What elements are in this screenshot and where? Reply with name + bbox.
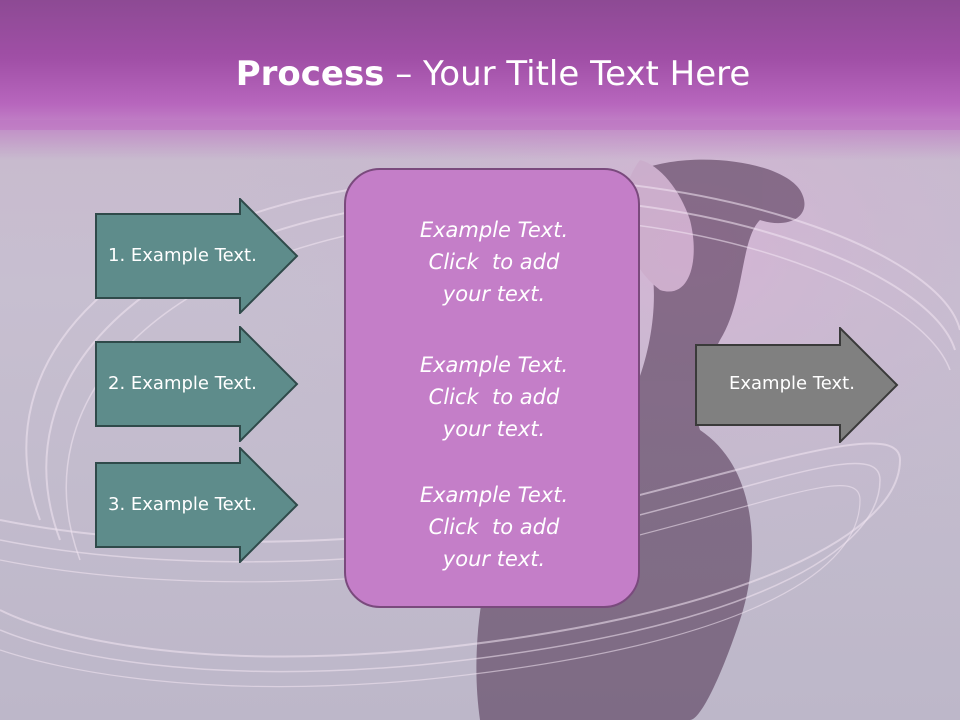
step-arrow-1-shape	[95, 198, 299, 314]
slide-title[interactable]: Process – Your Title Text Here	[0, 52, 960, 96]
slide-title-rest: – Your Title Text Here	[384, 54, 751, 94]
center-text-box[interactable]: Example Text. Click to add your text. Ex…	[344, 168, 640, 608]
center-text-block-2[interactable]: Example Text. Click to add your text.	[419, 353, 569, 441]
center-text-block-1[interactable]: Example Text. Click to add your text.	[419, 218, 569, 306]
step-arrow-2[interactable]: 2. Example Text.	[95, 326, 299, 442]
slide-title-bold: Process	[235, 54, 385, 94]
step-arrow-3-shape	[95, 447, 299, 563]
title-bar	[0, 0, 960, 130]
step-arrow-2-shape	[95, 326, 299, 442]
step-arrow-1-label: 1. Example Text.	[108, 245, 257, 266]
output-arrow-shape	[695, 327, 899, 443]
step-arrow-1[interactable]: 1. Example Text.	[95, 198, 299, 314]
step-arrow-3-label: 3. Example Text.	[108, 494, 257, 515]
step-arrow-3[interactable]: 3. Example Text.	[95, 447, 299, 563]
output-arrow[interactable]: Example Text.	[695, 327, 899, 443]
output-arrow-label: Example Text.	[729, 373, 855, 394]
step-arrow-2-label: 2. Example Text.	[108, 373, 257, 394]
center-text-block-3[interactable]: Example Text. Click to add your text.	[419, 483, 569, 571]
title-bar-fade	[0, 120, 960, 160]
